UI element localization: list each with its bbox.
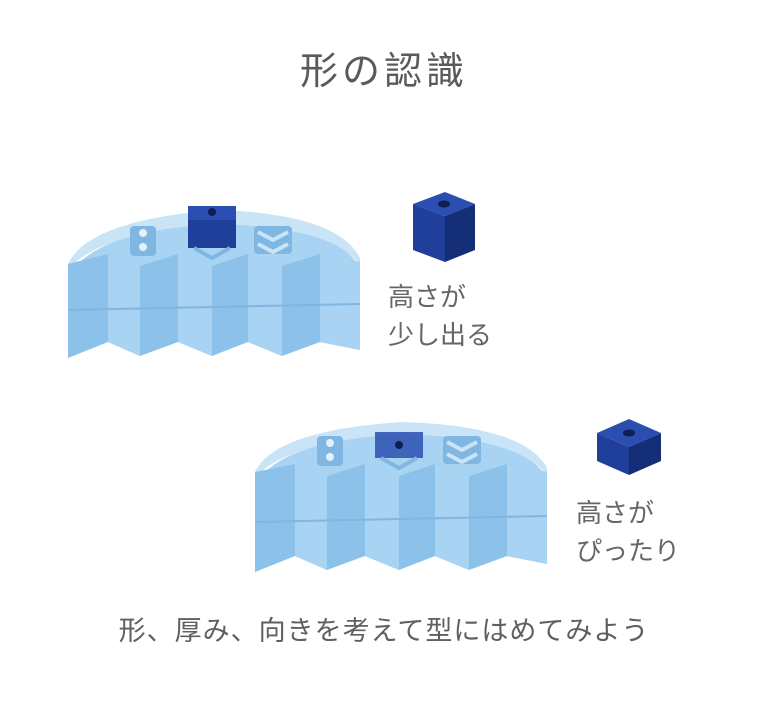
flush-label-line2: ぴったり [576, 537, 681, 567]
raised-label-line2: 少し出る [388, 321, 493, 351]
raised-label: 高さが 少し出る [388, 279, 492, 355]
caption: 形、厚み、向きを考えて型にはめてみよう [118, 616, 650, 647]
block-cube-icon [405, 190, 479, 266]
flush-label-line1: 高さが [576, 499, 655, 529]
flush-label: 高さが ぴったり [576, 495, 680, 571]
shape-tray-raised [68, 200, 368, 365]
raised-label-line1: 高さが [388, 283, 467, 313]
shape-tray-flush [255, 418, 551, 578]
block-flat-icon [593, 415, 665, 479]
page-title: 形の認識 [299, 49, 468, 93]
